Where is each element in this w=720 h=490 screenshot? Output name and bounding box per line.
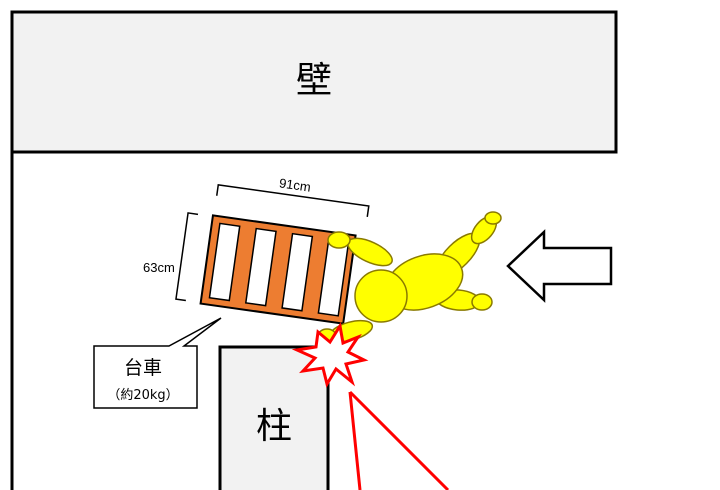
mannequin-figure [317,211,502,344]
cart-slots [208,222,350,317]
cart-width-label: 91cm [278,175,312,194]
pillar-label: 柱 [256,406,292,447]
cart: 91cm [175,175,370,325]
cart-dimension-brackets [175,184,370,302]
cart-slot [208,222,241,302]
left-arrow-icon [506,229,613,303]
pillar [218,345,330,490]
cart-slot [244,227,277,307]
wall-label: 壁 [296,60,332,101]
cart-body [199,214,357,325]
cart-callout: 台車 （約20kg） [93,317,222,409]
wall [10,10,618,154]
cart-slot [281,232,314,312]
cart-depth-label: 63cm [143,260,175,275]
callout-lines [348,390,450,490]
collision-burst-icon [291,321,369,388]
cart-weight-label: （約20kg） [107,388,178,403]
cart-name-label: 台車 [124,357,162,379]
